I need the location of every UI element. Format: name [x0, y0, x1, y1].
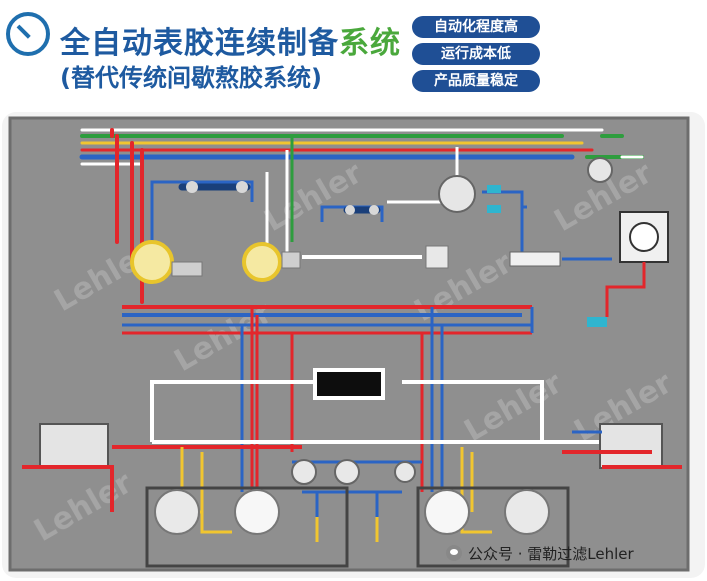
badge-automation: 自动化程度高	[412, 16, 540, 38]
header: 全自动表胶连续制备系统 (替代传统间歇熬胶系统) 自动化程度高 运行成本低 产品…	[0, 0, 707, 110]
mid-manifolds	[122, 305, 534, 335]
metering-pump-3	[394, 461, 416, 483]
metering-pump-1	[291, 459, 317, 485]
pipeline-schematic: Lehler Lehler Lehler Lehler Lehler Lehle…	[8, 116, 690, 572]
right-melting-unit	[599, 423, 663, 469]
lower-system	[22, 423, 682, 568]
floor-plate	[10, 118, 688, 570]
metering-pump-2	[334, 459, 360, 485]
title-accent: 系统	[339, 26, 401, 61]
storage-tank-1	[154, 489, 200, 535]
brand-logo-icon	[6, 12, 50, 56]
page-subtitle: (替代传统间歇熬胶系统)	[60, 64, 322, 92]
filter-box	[425, 245, 449, 269]
heat-exchanger	[509, 251, 561, 267]
badge-quality: 产品质量稳定	[412, 70, 540, 92]
source-tag: 公众号 · 雷勒过滤Lehler	[446, 543, 634, 563]
upper-mixing-tanks	[130, 136, 449, 284]
page-title: 全自动表胶连续制备系统	[60, 18, 401, 62]
source-text: 公众号 · 雷勒过滤Lehler	[468, 544, 634, 563]
wechat-icon	[446, 545, 462, 561]
gelatin-tank-1	[130, 240, 174, 284]
left-melting-unit	[39, 423, 109, 469]
vertical-drops	[150, 307, 642, 492]
gelatin-tank-2	[242, 242, 282, 282]
badge-cost: 运行成本低	[412, 43, 540, 65]
storage-tank-4	[504, 489, 550, 535]
reactor-cluster	[320, 147, 669, 327]
storage-tank-2	[234, 489, 280, 535]
dosing-vessel	[587, 157, 613, 183]
process-diagram: Lehler Lehler Lehler Lehler Lehler Lehle…	[2, 112, 705, 578]
title-main: 全自动表胶连续制备	[60, 26, 339, 61]
top-header-pipes	[79, 128, 644, 304]
central-control-panel	[313, 368, 385, 400]
floor-border	[8, 116, 690, 572]
reactor-vessel	[438, 175, 476, 213]
storage-tank-3	[424, 489, 470, 535]
